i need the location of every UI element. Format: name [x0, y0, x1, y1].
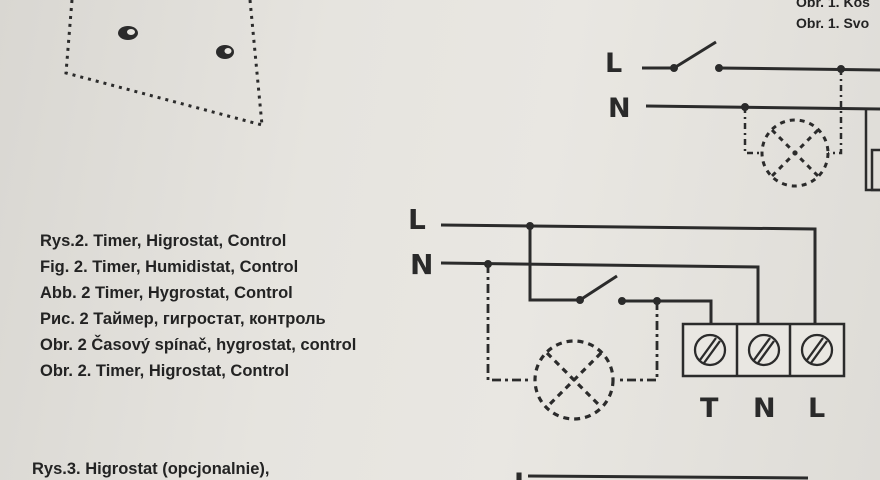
caption-line: Obr. 2 Časový spínač, hygrostat, control — [40, 336, 357, 354]
terminal-block — [681, 322, 846, 378]
fig2-L-label: L — [408, 203, 426, 236]
screw-hole-icon — [118, 26, 234, 59]
caption-line: Rys.2. Timer, Higrostat, Control — [40, 232, 287, 250]
fig1-caption-1: Obr. 1. Kos — [796, 0, 870, 10]
N-wire — [440, 261, 760, 324]
switch-contact — [579, 274, 618, 302]
device-outline — [64, 0, 264, 127]
terminal-screw-N — [747, 333, 781, 367]
fig1-N-label: N — [608, 93, 631, 124]
caption-line: Obr. 2. Timer, Higrostat, Control — [40, 362, 290, 380]
lamp-icon — [533, 339, 615, 421]
lamp-icon — [760, 118, 830, 188]
fig3-L-label: L — [514, 468, 531, 480]
terminal-screw-L — [800, 333, 834, 367]
terminal-screw-T — [693, 333, 727, 367]
terminal-label-L: L — [808, 393, 825, 424]
fig3-caption: Rys.3. Higrostat (opcjonalnie), — [32, 460, 270, 478]
fig2-N-label: N — [410, 248, 433, 281]
fig1-caption-2: Obr. 1. Svo — [796, 15, 870, 31]
terminal-label-T: T — [700, 393, 719, 424]
caption-line: Fig. 2. Timer, Humidistat, Control — [40, 258, 299, 276]
fig1-wiring — [642, 40, 880, 192]
caption-line: Рис. 2 Таймер, гигростат, контроль — [40, 310, 326, 328]
L-wire — [440, 223, 817, 324]
caption-line: Abb. 2 Timer, Hygrostat, Control — [40, 284, 293, 302]
terminal-label-N: N — [753, 393, 776, 424]
fig1-L-label: L — [605, 48, 622, 79]
fig2-wiring — [440, 222, 846, 421]
fig3-wire — [527, 474, 809, 480]
